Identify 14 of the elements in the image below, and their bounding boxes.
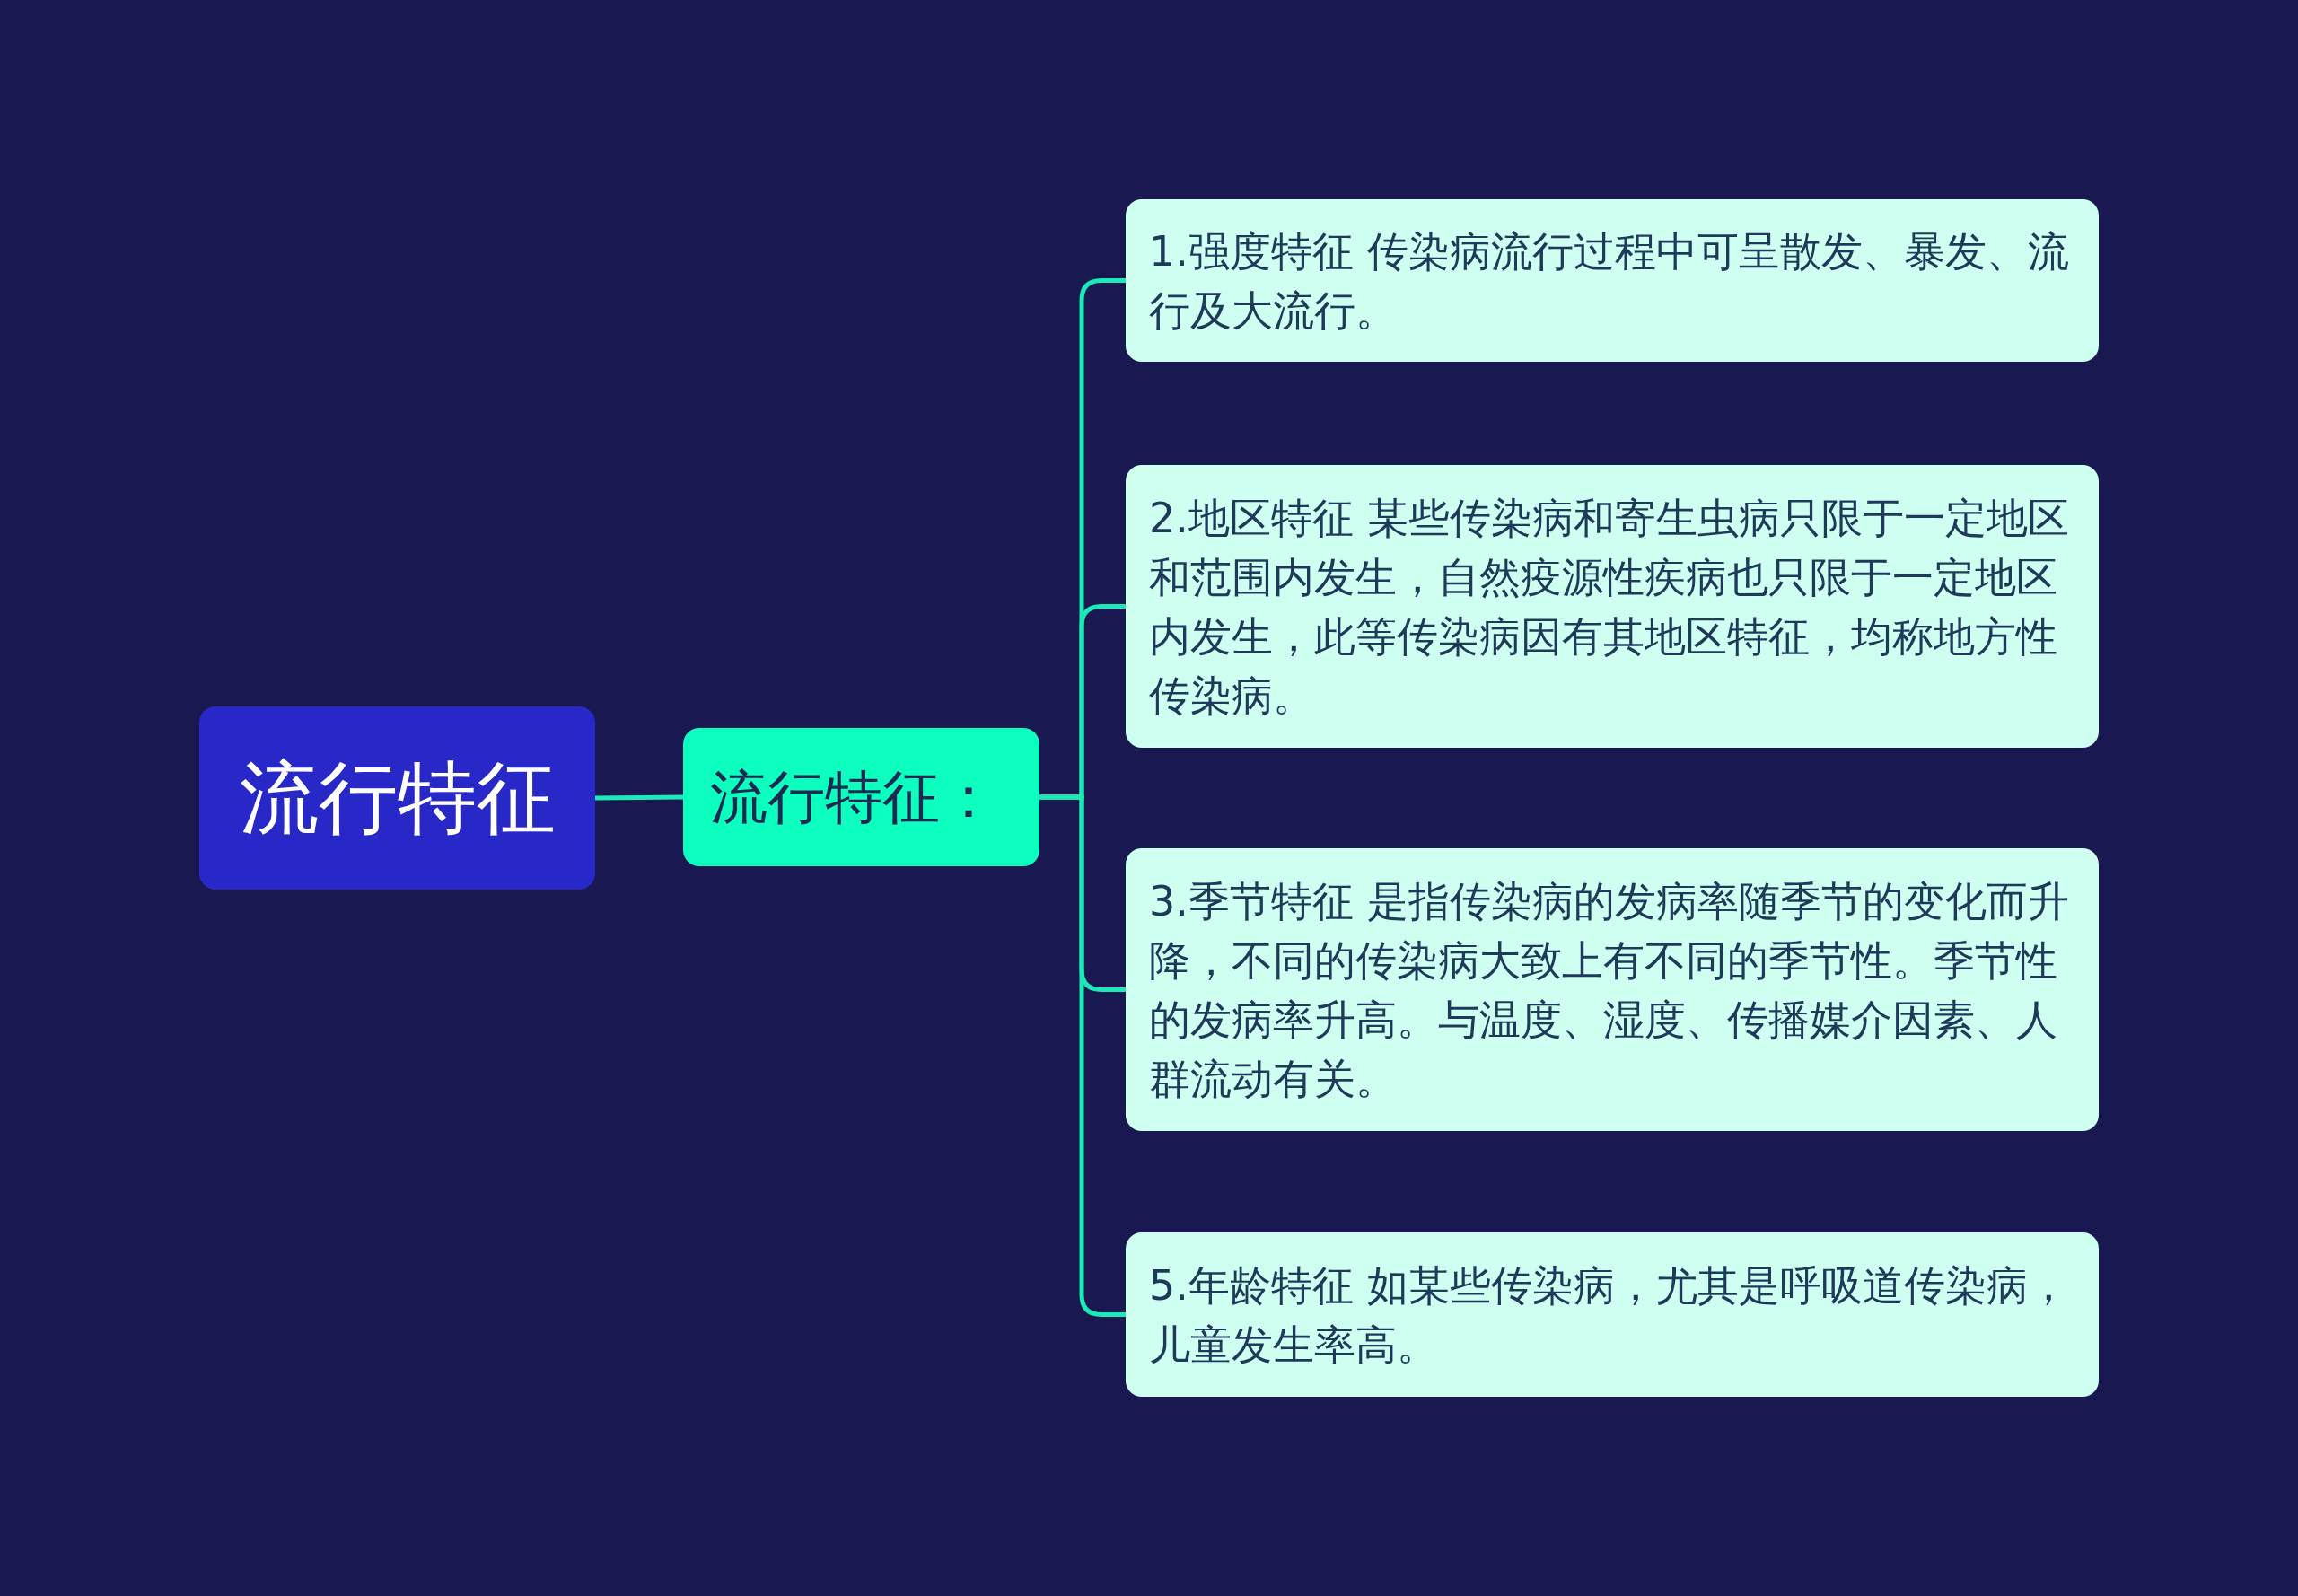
leaf-box — [1126, 465, 2099, 748]
leaf-box — [1126, 1232, 2099, 1397]
node-text: 1.强度特征 传染病流行过程中可呈散发、暴发、流行及大流行。 — [1149, 225, 2070, 337]
leaf-box — [1126, 199, 2099, 362]
root-topic-box — [199, 706, 595, 890]
connector-line — [594, 794, 684, 801]
node-text: 5.年龄特征 如某些传染病，尤其是呼吸道传染病，儿童发生率高。 — [1149, 1259, 2070, 1371]
node-text: 2.地区特征 某些传染病和寄生虫病只限于一定地区和范围内发生，自然疫源性疾病也只限于一定地区内发生，此等传染病因有其地区特征，均称地方性传染病。 — [1149, 492, 2070, 722]
topic-box — [683, 728, 1039, 866]
node-text: 流行特征 — [239, 750, 556, 846]
node-text: 流行特征： — [710, 762, 997, 832]
connector-line — [1039, 794, 1126, 1317]
node-text: 3.季节特征 是指传染病的发病率随季节的变化而升降，不同的传染病大致上有不同的季节性。季节性的发病率升高。与温度、湿度、传播媒介因素、人群流动有关。 — [1149, 875, 2070, 1105]
leaf-box — [1126, 848, 2099, 1131]
